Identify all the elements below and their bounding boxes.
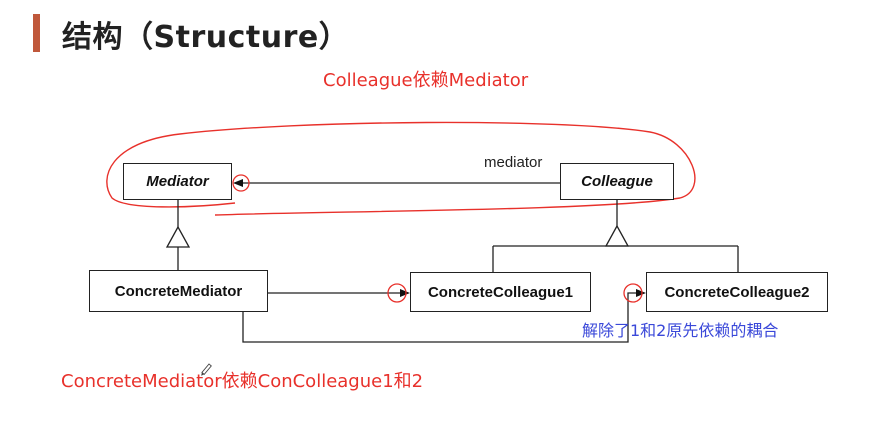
colleague-class: Colleague xyxy=(560,163,674,200)
mediator-class: Mediator xyxy=(123,163,232,200)
concrete-colleague2-class: ConcreteColleague2 xyxy=(646,272,828,312)
annotation-top: Colleague依赖Mediator xyxy=(323,70,529,91)
concrete-colleague1-class: ConcreteColleague1 xyxy=(410,272,591,312)
highlight-ellipse xyxy=(106,121,696,216)
page-title: 结构（Structure） xyxy=(62,20,350,55)
pencil-cursor-icon xyxy=(201,363,212,376)
association-role-label: mediator xyxy=(484,154,543,171)
annotation-right: 解除了1和2原先依赖的耦合 xyxy=(582,321,779,340)
title-accent-bar xyxy=(33,14,40,52)
annotation-bottom: ConcreteMediator依赖ConColleague1和2 xyxy=(61,371,424,392)
concrete-mediator-class: ConcreteMediator xyxy=(89,270,268,312)
